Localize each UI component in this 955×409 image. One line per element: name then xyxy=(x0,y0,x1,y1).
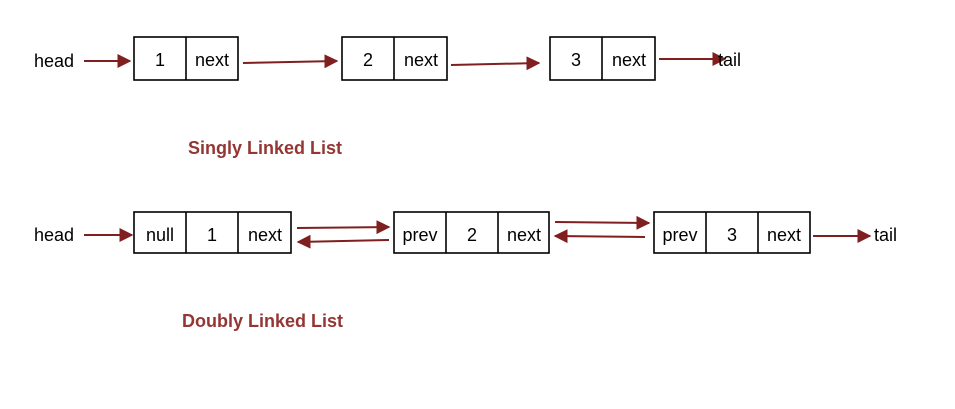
singly-title: Singly Linked List xyxy=(188,138,342,158)
node-value-cell: 3 xyxy=(727,225,737,245)
doubly-backward-arrow-2-1 xyxy=(296,234,390,249)
next-pointer-cell: next xyxy=(507,225,541,245)
doubly-node-2: prev 2 next xyxy=(393,211,550,254)
doubly-node-1: null 1 next xyxy=(133,211,292,254)
singly-node-2: 2 next xyxy=(341,36,448,81)
prev-pointer-cell: null xyxy=(146,225,174,245)
node-value-cell: 3 xyxy=(571,50,581,70)
doubly-head-label: head xyxy=(34,225,74,245)
doubly-tail-label: tail xyxy=(874,225,897,245)
prev-pointer-cell: prev xyxy=(662,225,697,245)
doubly-linked-list: head null 1 next prev 2 next xyxy=(34,211,897,331)
doubly-title: Doubly Linked List xyxy=(182,311,343,331)
singly-linked-list: head 1 next 2 next 3 next tail Singly Li… xyxy=(34,36,741,158)
node-value-cell: 2 xyxy=(467,225,477,245)
singly-head-label: head xyxy=(34,51,74,71)
singly-node-1: 1 next xyxy=(133,36,239,81)
singly-link-arrow-2-3 xyxy=(450,56,541,71)
next-pointer-cell: next xyxy=(404,50,438,70)
node-value-cell: 1 xyxy=(207,225,217,245)
singly-node-3: 3 next xyxy=(549,36,656,81)
node-value-cell: 1 xyxy=(155,50,165,70)
singly-link-arrow-1-2 xyxy=(242,54,339,69)
doubly-forward-arrow-1-2 xyxy=(296,220,391,235)
next-pointer-cell: next xyxy=(612,50,646,70)
doubly-backward-arrow-3-2 xyxy=(553,229,646,244)
next-pointer-cell: next xyxy=(248,225,282,245)
doubly-node-3: prev 3 next xyxy=(653,211,811,254)
singly-tail-label: tail xyxy=(718,50,741,70)
node-value-cell: 2 xyxy=(363,50,373,70)
prev-pointer-cell: prev xyxy=(402,225,437,245)
next-pointer-cell: next xyxy=(767,225,801,245)
next-pointer-cell: next xyxy=(195,50,229,70)
doubly-forward-arrow-2-3 xyxy=(554,215,651,230)
